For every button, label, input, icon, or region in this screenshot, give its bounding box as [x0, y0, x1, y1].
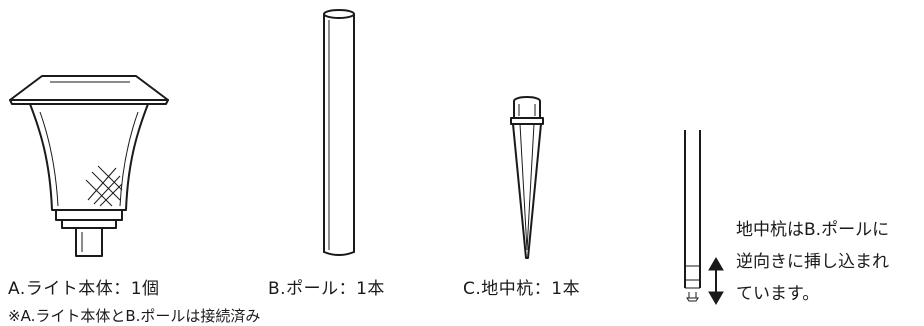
info-box-text: 地中杭はB.ポールに 逆向きに挿し込まれ ています。 — [736, 214, 889, 310]
caption-pole: B.ポール：1本 — [268, 279, 385, 299]
pole-illustration — [323, 9, 355, 256]
caption-light-body: A.ライト本体：1個 — [8, 279, 160, 299]
ground-stake-illustration — [510, 96, 544, 259]
info-line-1: 地中杭はB.ポールに — [736, 220, 890, 240]
info-line-2: 逆向きに挿し込まれ — [736, 252, 889, 272]
caption-ground-stake: C.地中杭：1本 — [463, 279, 581, 299]
info-line-3: ています。 — [736, 284, 820, 304]
assembly-note: ※A.ライト本体とB.ポールは接続済み — [8, 307, 261, 325]
inserted-stake-illustration — [684, 130, 701, 302]
double-arrow-icon — [708, 257, 724, 305]
